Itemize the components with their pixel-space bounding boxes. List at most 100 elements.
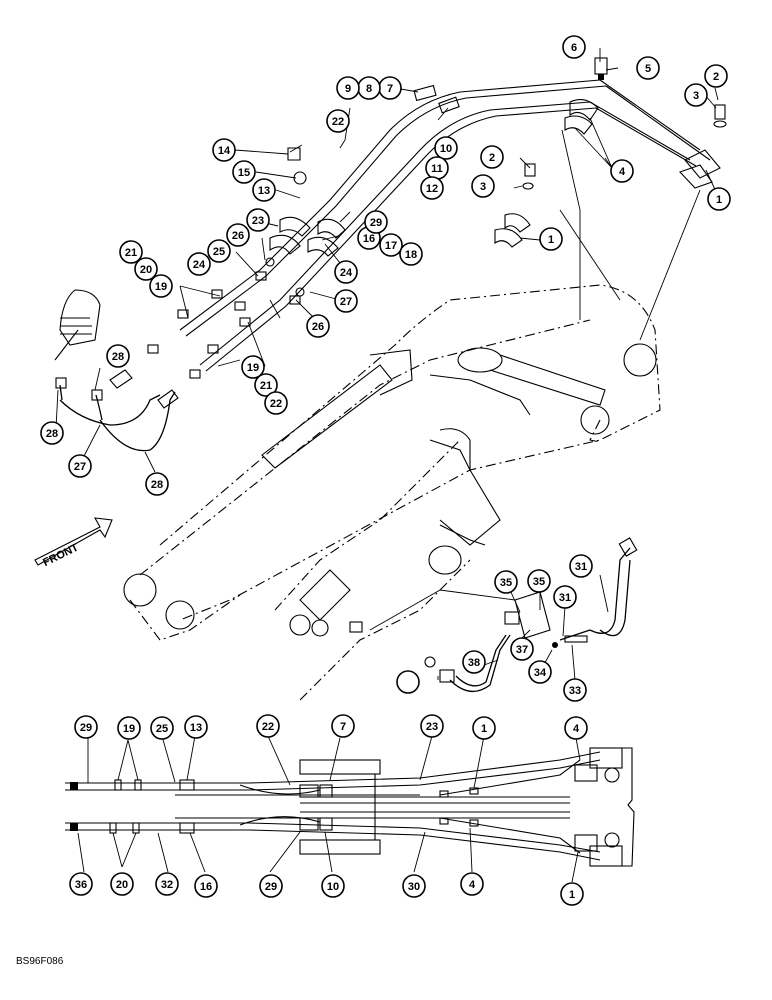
callout-37: 38 xyxy=(462,650,486,674)
svg-text:21: 21 xyxy=(260,380,272,392)
callout-18: 18 xyxy=(399,242,423,266)
callout-36: 37 xyxy=(510,637,534,661)
svg-text:13: 13 xyxy=(258,185,270,197)
callout-21b: 22 xyxy=(264,391,288,415)
svg-text:26: 26 xyxy=(232,230,244,242)
front-direction-arrow: FRONT xyxy=(34,517,113,570)
svg-text:19: 19 xyxy=(155,281,167,293)
callout-22c: 23 xyxy=(420,714,444,738)
svg-text:34: 34 xyxy=(534,667,547,679)
callout-16b: 16 xyxy=(194,874,218,898)
callout-7a: 7 xyxy=(378,76,402,100)
callout-35a: 35 xyxy=(494,570,518,594)
svg-text:3: 3 xyxy=(693,90,699,102)
svg-text:2: 2 xyxy=(713,71,719,83)
svg-text:20: 20 xyxy=(116,879,128,891)
svg-text:37: 37 xyxy=(516,644,528,656)
svg-text:1: 1 xyxy=(481,723,487,735)
callout-15: 15 xyxy=(232,160,256,184)
callout-17: 17 xyxy=(379,233,403,257)
svg-text:10: 10 xyxy=(327,881,339,893)
svg-text:36: 36 xyxy=(75,879,87,891)
callout-38 xyxy=(396,670,420,694)
svg-text:1: 1 xyxy=(569,889,575,901)
svg-text:4: 4 xyxy=(573,723,580,735)
callout-33: 34 xyxy=(528,660,552,684)
svg-text:17: 17 xyxy=(385,240,397,252)
arm-cylinder xyxy=(289,428,501,637)
svg-text:8: 8 xyxy=(366,83,372,95)
svg-text:1: 1 xyxy=(716,194,722,206)
svg-text:5: 5 xyxy=(645,63,651,75)
callout-19d: 20 xyxy=(110,872,134,896)
callout-13b: 13 xyxy=(184,715,208,739)
callout-12: 12 xyxy=(420,176,444,200)
svg-text:2: 2 xyxy=(489,152,495,164)
callout-8: 8 xyxy=(357,76,381,100)
svg-text:4: 4 xyxy=(469,879,476,891)
svg-text:32: 32 xyxy=(161,879,173,891)
callout-19b: 19 xyxy=(241,355,265,379)
callout-6: 6 xyxy=(562,35,586,59)
svg-text:19: 19 xyxy=(247,362,259,374)
left-hoses xyxy=(54,289,201,452)
callout-19c: 19 xyxy=(117,716,141,740)
svg-text:29: 29 xyxy=(265,881,277,893)
boom-cylinder xyxy=(261,347,606,469)
svg-text:4: 4 xyxy=(619,166,626,178)
svg-text:25: 25 xyxy=(213,246,225,258)
callout-31a: 31 xyxy=(553,585,577,609)
svg-text:22: 22 xyxy=(270,398,282,410)
callout-32: 33 xyxy=(563,678,587,702)
svg-text:35: 35 xyxy=(500,577,512,589)
callout-29c: 30 xyxy=(402,874,426,898)
svg-text:28: 28 xyxy=(151,479,163,491)
svg-text:31: 31 xyxy=(559,592,571,604)
right-lower-hoses xyxy=(349,537,638,692)
front-label: FRONT xyxy=(41,542,81,570)
svg-text:7: 7 xyxy=(340,721,346,733)
plan-view xyxy=(65,747,635,867)
callout-4a: 4 xyxy=(610,159,634,183)
callout-1b: 1 xyxy=(539,227,563,251)
svg-text:35: 35 xyxy=(533,576,545,588)
svg-text:28: 28 xyxy=(46,428,58,440)
callout-14: 14 xyxy=(212,138,236,162)
callout-26a: 26 xyxy=(226,223,250,247)
callout-3a: 3 xyxy=(684,83,708,107)
svg-text:12: 12 xyxy=(426,183,438,195)
callout-13a: 13 xyxy=(252,178,276,202)
callout-24a: 24 xyxy=(187,252,211,276)
svg-text:1: 1 xyxy=(548,234,554,246)
boom-outline xyxy=(123,284,661,701)
svg-text:27: 27 xyxy=(340,296,352,308)
callout-28a: 28 xyxy=(106,344,130,368)
callout-7b: 7 xyxy=(331,714,355,738)
callout-23b: 24 xyxy=(334,260,358,284)
callout-1a: 1 xyxy=(707,187,731,211)
tube-lines xyxy=(179,79,711,372)
callout-21a: 21 xyxy=(119,240,143,264)
callout-19a: 19 xyxy=(149,274,173,298)
svg-text:10: 10 xyxy=(440,143,452,155)
svg-text:21: 21 xyxy=(125,247,137,259)
callout-24b: 25 xyxy=(150,716,174,740)
svg-text:15: 15 xyxy=(238,167,250,179)
svg-text:13: 13 xyxy=(190,722,202,734)
svg-text:24: 24 xyxy=(340,267,353,279)
callout-11: 11 xyxy=(425,156,449,180)
svg-text:26: 26 xyxy=(312,321,324,333)
callout-20b: 21 xyxy=(254,373,278,397)
callout-22a: 22 xyxy=(326,109,350,133)
callout-25b: 26 xyxy=(306,314,330,338)
svg-text:23: 23 xyxy=(426,721,438,733)
svg-text:3: 3 xyxy=(480,181,486,193)
svg-text:31: 31 xyxy=(575,561,587,573)
callout-10b: 10 xyxy=(321,874,345,898)
svg-text:20: 20 xyxy=(140,264,152,276)
svg-text:11: 11 xyxy=(431,163,443,175)
callout-26b: 27 xyxy=(334,289,358,313)
figure-id: BS96F086 xyxy=(16,956,64,967)
svg-text:38: 38 xyxy=(468,657,480,669)
svg-text:9: 9 xyxy=(345,83,351,95)
